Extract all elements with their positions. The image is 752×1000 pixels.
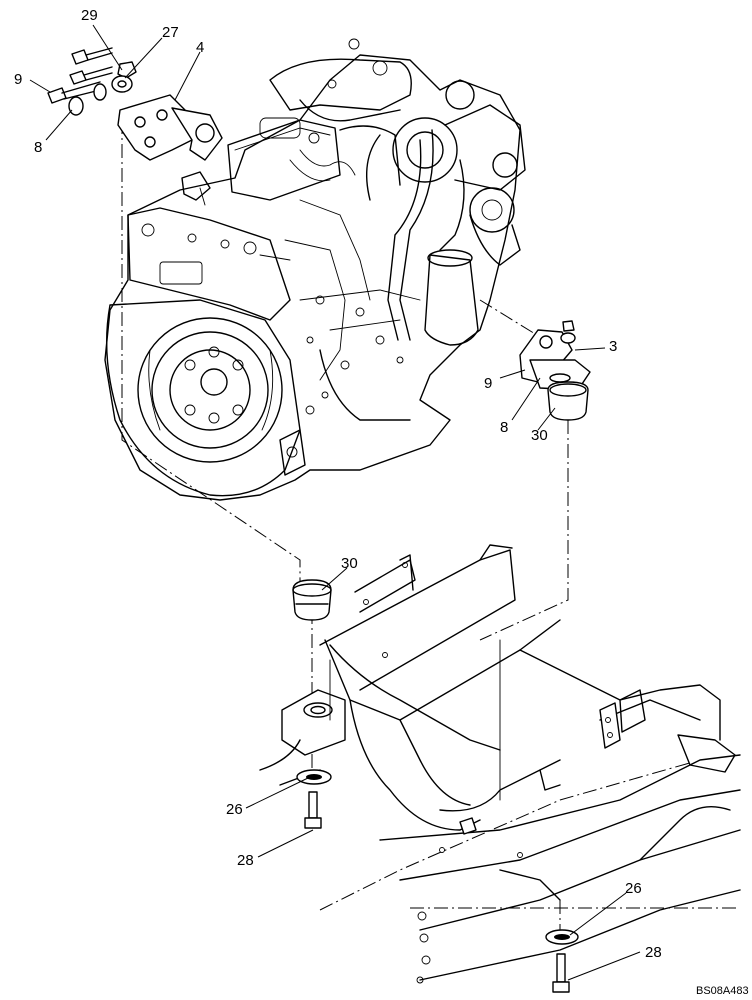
callout-4: 4 [196,39,204,56]
callout-26-front: 26 [226,801,243,818]
lower-washer-bolt-front [296,769,332,829]
rubber-isolator-upper [547,381,589,421]
callout-9-rear: 9 [484,375,492,392]
callout-28-rear: 28 [645,944,662,961]
front-mount-bracket [117,94,223,161]
lower-washer-bolt-rear [545,929,579,993]
chassis-frame [259,544,741,984]
callout-3: 3 [609,338,617,355]
center-lines [121,120,740,930]
callout-30-lower: 30 [341,555,358,572]
callout-9-front: 9 [14,71,22,88]
callout-27: 27 [162,24,179,41]
front-mount-bolts [47,47,137,116]
callout-28-front: 28 [237,852,254,869]
callout-8-rear: 8 [500,419,508,436]
callout-26-rear: 26 [625,880,642,897]
engine-assembly [104,38,526,501]
leader-lines [29,24,641,981]
callout-30-upper: 30 [531,427,548,444]
callout-labels: 29 27 4 9 8 3 9 8 30 30 26 28 26 28 BS08… [14,7,749,997]
callout-8-front: 8 [34,139,42,156]
rubber-isolator-lower [292,579,332,621]
figure-code: BS08A483 [696,985,749,997]
callout-29: 29 [81,7,98,24]
